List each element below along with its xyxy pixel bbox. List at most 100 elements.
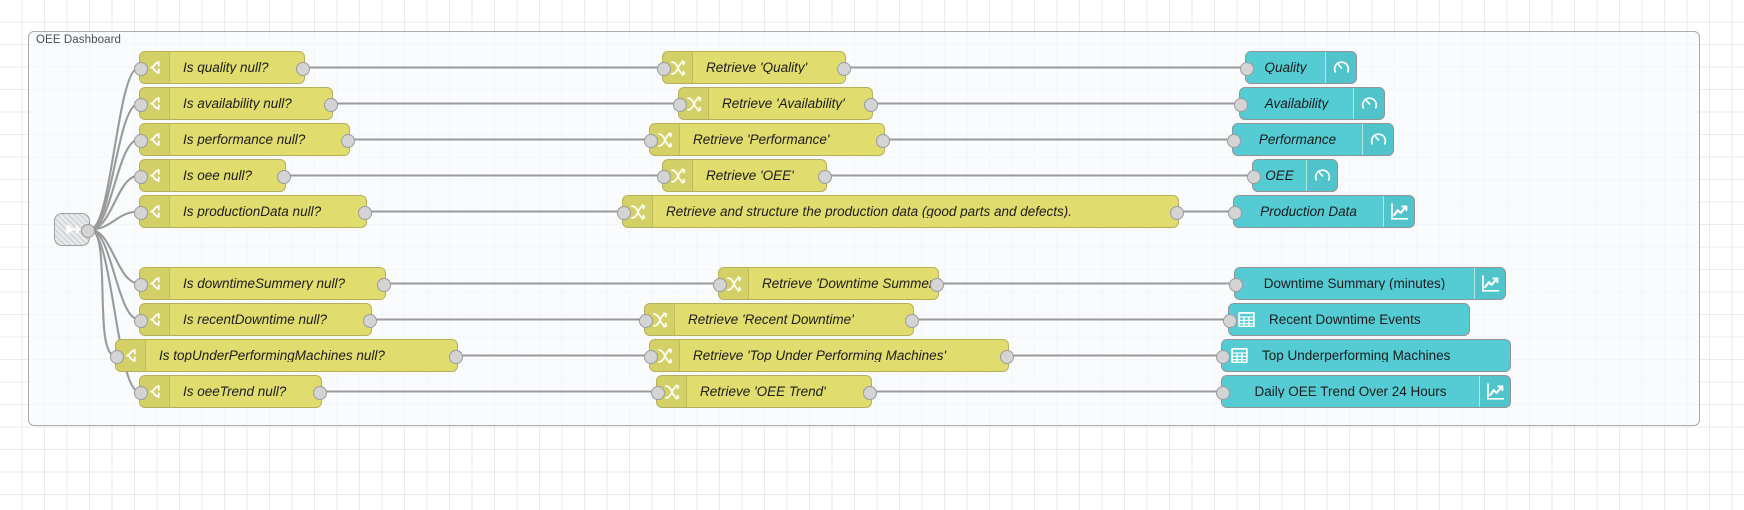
change-node-output-port[interactable] (930, 277, 944, 292)
switch-node[interactable]: Is topUnderPerformingMachines null? (110, 339, 463, 372)
change-node-output-port[interactable] (876, 133, 890, 148)
switch-node-input-port[interactable] (110, 349, 124, 364)
switch-node[interactable]: Is availability null? (134, 87, 338, 120)
change-node-input-port[interactable] (644, 133, 658, 148)
dashboard-node[interactable]: Top Underperforming Machines (1216, 339, 1511, 372)
switch-node[interactable]: Is quality null? (134, 51, 310, 84)
dashboard-node-input-port[interactable] (1216, 349, 1230, 364)
switch-node-output-port[interactable] (358, 205, 372, 220)
switch-node[interactable]: Is downtimeSummery null? (134, 267, 391, 300)
switch-node-input-port[interactable] (134, 205, 148, 220)
change-node-body: Retrieve 'Downtime Summery' (749, 268, 938, 299)
dashboard-node-input-port[interactable] (1227, 133, 1241, 148)
switch-node-label: Is availability null? (183, 96, 292, 111)
change-node-output-port[interactable] (1000, 349, 1014, 364)
change-node-output-port[interactable] (1170, 205, 1184, 220)
switch-node-input-port[interactable] (134, 61, 148, 76)
change-node-label: Retrieve 'Recent Downtime' (688, 312, 854, 327)
dashboard-node[interactable]: Downtime Summary (minutes) (1229, 267, 1506, 300)
dashboard-node-input-port[interactable] (1228, 205, 1242, 220)
change-node-output-port[interactable] (818, 169, 832, 184)
dashboard-node[interactable]: Daily OEE Trend Over 24 Hours (1216, 375, 1511, 408)
change-node[interactable]: Retrieve 'Recent Downtime' (639, 303, 919, 336)
link-in-node[interactable] (54, 213, 95, 246)
link-in-node-output-port[interactable] (81, 223, 95, 238)
dashboard-node[interactable]: Performance (1227, 123, 1394, 156)
dashboard-node-input-port[interactable] (1240, 61, 1254, 76)
dashboard-node-input-port[interactable] (1216, 385, 1230, 400)
switch-node-input-port[interactable] (134, 385, 148, 400)
change-node-input-port[interactable] (651, 385, 665, 400)
change-node-input-port[interactable] (657, 169, 671, 184)
change-node-body: Retrieve 'Performance' (680, 124, 884, 155)
switch-node-input-port[interactable] (134, 97, 148, 112)
switch-node[interactable]: Is productionData null? (134, 195, 372, 228)
change-node-input-port[interactable] (657, 61, 671, 76)
change-node-input-port[interactable] (713, 277, 727, 292)
switch-node-label: Is recentDowntime null? (183, 312, 328, 327)
dashboard-node-body: Daily OEE Trend Over 24 Hours (1222, 376, 1479, 407)
dashboard-node-input-port[interactable] (1229, 277, 1243, 292)
switch-node-body: Is quality null? (170, 52, 304, 83)
switch-node[interactable]: Is recentDowntime null? (134, 303, 377, 336)
dashboard-node[interactable]: Recent Downtime Events (1223, 303, 1470, 336)
switch-node-output-port[interactable] (296, 61, 310, 76)
change-node-input-port[interactable] (644, 349, 658, 364)
switch-node-body: Is topUnderPerformingMachines null? (146, 340, 457, 371)
change-node-label: Retrieve 'Downtime Summery' (762, 276, 938, 291)
dashboard-node-label: Performance (1258, 132, 1337, 147)
dashboard-node-input-port[interactable] (1247, 169, 1261, 184)
change-node-input-port[interactable] (673, 97, 687, 112)
dashboard-node-label: Downtime Summary (minutes) (1263, 276, 1446, 291)
change-node-output-port[interactable] (863, 385, 877, 400)
switch-icon (140, 268, 170, 299)
chart-icon (1474, 268, 1505, 299)
switch-node-input-port[interactable] (134, 169, 148, 184)
dashboard-node[interactable]: Production Data (1228, 195, 1415, 228)
change-node-input-port[interactable] (617, 205, 631, 220)
chart-icon (1383, 196, 1414, 227)
switch-node-output-port[interactable] (377, 277, 391, 292)
switch-node-input-port[interactable] (134, 133, 148, 148)
dashboard-node[interactable]: Availability (1234, 87, 1385, 120)
switch-node[interactable]: Is performance null? (134, 123, 355, 156)
change-node[interactable]: Retrieve 'Top Under Performing Machines' (644, 339, 1014, 372)
switch-node-input-port[interactable] (134, 313, 148, 328)
change-node-output-port[interactable] (905, 313, 919, 328)
change-node-output-port[interactable] (837, 61, 851, 76)
switch-node-output-port[interactable] (363, 313, 377, 328)
change-node[interactable]: Retrieve and structure the production da… (617, 195, 1184, 228)
dashboard-node-body: Quality (1246, 52, 1325, 83)
change-node-body: Retrieve 'OEE' (693, 160, 826, 191)
switch-icon (140, 88, 170, 119)
switch-node-output-port[interactable] (277, 169, 291, 184)
switch-node-label: Is performance null? (183, 132, 306, 147)
change-node-body: Retrieve 'Top Under Performing Machines' (680, 340, 1008, 371)
change-node[interactable]: Retrieve 'OEE Trend' (651, 375, 877, 408)
switch-node-output-port[interactable] (324, 97, 338, 112)
change-node[interactable]: Retrieve 'Performance' (644, 123, 890, 156)
dashboard-node-input-port[interactable] (1223, 313, 1237, 328)
switch-node[interactable]: Is oeeTrend null? (134, 375, 327, 408)
change-node[interactable]: Retrieve 'Availability' (673, 87, 878, 120)
switch-node-output-port[interactable] (341, 133, 355, 148)
switch-node-input-port[interactable] (134, 277, 148, 292)
switch-node-output-port[interactable] (313, 385, 327, 400)
dashboard-node-label: Recent Downtime Events (1269, 312, 1421, 327)
change-node-output-port[interactable] (864, 97, 878, 112)
change-node-label: Retrieve 'Top Under Performing Machines' (693, 348, 947, 363)
switch-node-label: Is productionData null? (183, 204, 322, 219)
table-icon (1222, 340, 1252, 371)
dashboard-node[interactable]: OEE (1247, 159, 1338, 192)
change-node-body: Retrieve 'OEE Trend' (687, 376, 871, 407)
change-node-input-port[interactable] (639, 313, 653, 328)
change-node[interactable]: Retrieve 'Quality' (657, 51, 851, 84)
dashboard-node[interactable]: Quality (1240, 51, 1357, 84)
switch-node[interactable]: Is oee null? (134, 159, 291, 192)
change-node[interactable]: Retrieve 'Downtime Summery' (713, 267, 944, 300)
change-node[interactable]: Retrieve 'OEE' (657, 159, 832, 192)
dashboard-node-body: Availability (1240, 88, 1353, 119)
dashboard-node-input-port[interactable] (1234, 97, 1248, 112)
switch-node-output-port[interactable] (449, 349, 463, 364)
